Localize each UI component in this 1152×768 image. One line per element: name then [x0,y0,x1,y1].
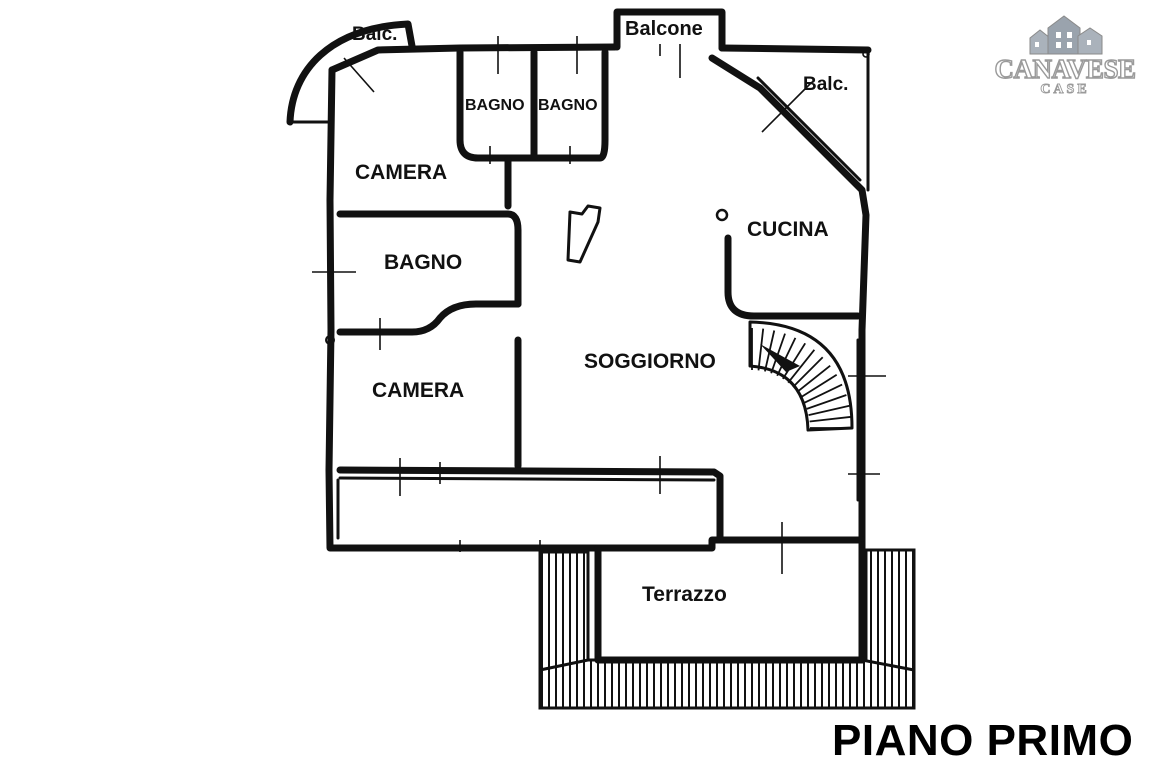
spiral-staircase [748,320,886,502]
outer-walls [325,43,872,552]
label-camera-bottom: CAMERA [372,379,464,402]
stair-step [757,328,765,371]
label-bagno-top-2: BAGNO [538,97,598,114]
label-balc-right: Balc. [803,74,848,95]
label-cucina: CUCINA [747,218,829,241]
stair-step [808,404,850,416]
label-camera-top: CAMERA [355,161,447,184]
stair-step [782,342,806,380]
label-balcone: Balcone [625,18,703,40]
label-balc-left: Balc. [352,24,397,45]
balcony-right [756,48,870,192]
column-element [566,204,602,264]
brand-logo: CANAVESE CASE [990,14,1140,100]
label-bagno-mid: BAGNO [384,251,462,274]
label-soggiorno: SOGGIORNO [584,350,716,373]
stair-step [806,394,847,410]
room-labels: Balc. Balcone Balc. BAGNO BAGNO CAMERA B… [352,18,848,606]
stair-step [792,356,824,388]
left-partitions [312,156,522,470]
balcony-left [286,20,416,126]
balcone-top [613,8,726,56]
logo-subtitle: CASE [1040,82,1090,98]
stair-step [787,349,816,384]
stair-step [770,333,786,374]
stair-step [809,415,852,423]
bottom-inner-wall [336,456,783,574]
houses-icon [1029,15,1103,55]
floor-title: PIANO PRIMO [832,716,1134,765]
stair-step [800,374,838,398]
stair-step [803,383,843,404]
terrace [538,541,916,710]
top-bathrooms [456,36,681,164]
label-bagno-top-1: BAGNO [465,97,525,114]
kitchen-partition [715,208,862,320]
logo-name: CANAVESE [994,53,1137,84]
stair-step [776,337,797,377]
label-terrazzo: Terrazzo [642,583,727,606]
stair-step [796,364,831,393]
